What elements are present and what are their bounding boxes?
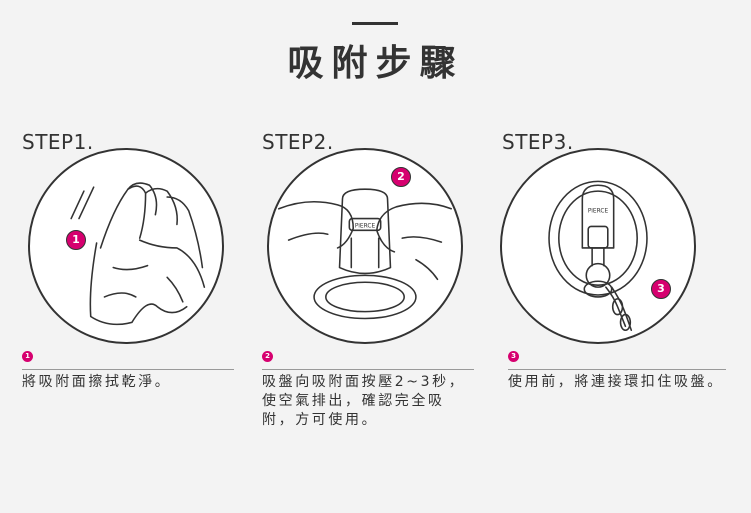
step3-divider (508, 369, 726, 370)
step2-illustration: PiERCE (267, 148, 463, 344)
brand-mark: PiERCE (588, 209, 609, 215)
suction-cup-with-ring-illustration: PiERCE (548, 180, 648, 332)
step2-label: STEP2. (262, 130, 334, 154)
step1-badge: 1 (66, 230, 86, 250)
step1-description: 將吸附面擦拭乾淨。 (22, 374, 172, 390)
step1-illustration (28, 148, 224, 344)
step2-badge: 2 (391, 167, 411, 187)
step1-number: 1 (22, 351, 33, 362)
step3-description: 使用前，將連接環扣住吸盤。 (508, 374, 724, 390)
step1-label: STEP1. (22, 130, 94, 154)
pressing-suction-cup-illustration: PiERCE (278, 188, 452, 320)
step3-badge: 3 (651, 279, 671, 299)
step3-label: STEP3. (502, 130, 574, 154)
step2-divider (262, 369, 474, 370)
brand-mark: PiERCE (355, 223, 376, 229)
title-decoration-bar (352, 22, 398, 25)
step1-divider (22, 369, 234, 370)
step3-illustration: PiERCE (500, 148, 696, 344)
wiping-hand-illustration (70, 182, 206, 326)
step3-number: 3 (508, 351, 519, 362)
step2-number: 2 (262, 351, 273, 362)
step2-description: 吸盤向吸附面按壓2~3秒，使空氣排出，確認完全吸附，方可使用。 (262, 374, 466, 428)
page-title: 吸附步驟 (287, 43, 464, 84)
